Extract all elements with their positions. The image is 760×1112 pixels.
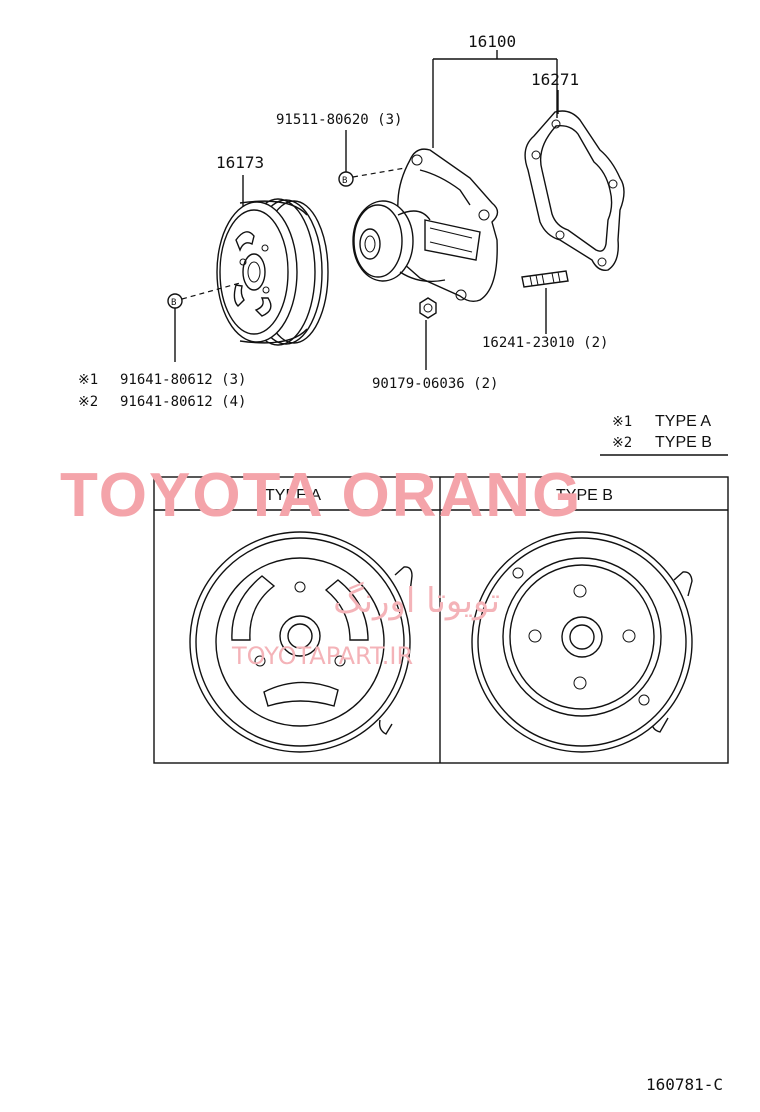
pulley-bolt-callout: B <box>167 282 241 362</box>
watermark-site: TOYOTAPART.IR <box>231 642 413 670</box>
table-header-type-a: TYPE A <box>265 487 321 504</box>
legend-mark-2: ※2 <box>612 435 632 451</box>
gasket-part-number: 16271 <box>531 70 579 89</box>
nut-drawing <box>419 297 437 370</box>
legend-type-2: TYPE B <box>655 434 712 451</box>
bolt-type-a-mark: ※1 <box>78 372 98 388</box>
assembly-part-number: 16100 <box>468 32 516 51</box>
bolt-type-a-part-number: 91641-80612 (3) <box>120 372 246 388</box>
bolt-b-part-number: 91511-80620 (3) <box>276 112 402 128</box>
legend-type-1: TYPE A <box>655 413 711 430</box>
svg-text:B: B <box>171 298 176 308</box>
gasket-drawing <box>524 90 625 271</box>
table-header-type-b: TYPE B <box>556 487 613 504</box>
svg-text:B: B <box>342 176 347 186</box>
stud-part-number: 16241-23010 (2) <box>482 335 608 351</box>
nut-part-number: 90179-06036 (2) <box>372 376 498 392</box>
type-comparison-table <box>153 476 729 764</box>
bolt-type-b-mark: ※2 <box>78 394 98 410</box>
type-b-pulley-view <box>471 531 693 753</box>
water-pump-drawing <box>352 148 499 303</box>
type-a-pulley-view <box>189 531 413 753</box>
pulley-drawing <box>216 175 329 346</box>
stud-drawing <box>521 270 569 334</box>
bolt-type-b-part-number: 91641-80612 (4) <box>120 394 246 410</box>
pulley-part-number: 16173 <box>216 153 264 172</box>
assembly-bracket <box>432 50 558 148</box>
bolt-b-callout: B <box>338 167 406 187</box>
diagram-code: 160781-C <box>646 1075 723 1094</box>
legend-mark-1: ※1 <box>612 414 632 430</box>
watermark-main: TOYOTA ORANG <box>60 461 582 530</box>
watermark-arabic: تویوتا اورنگ <box>333 581 500 621</box>
